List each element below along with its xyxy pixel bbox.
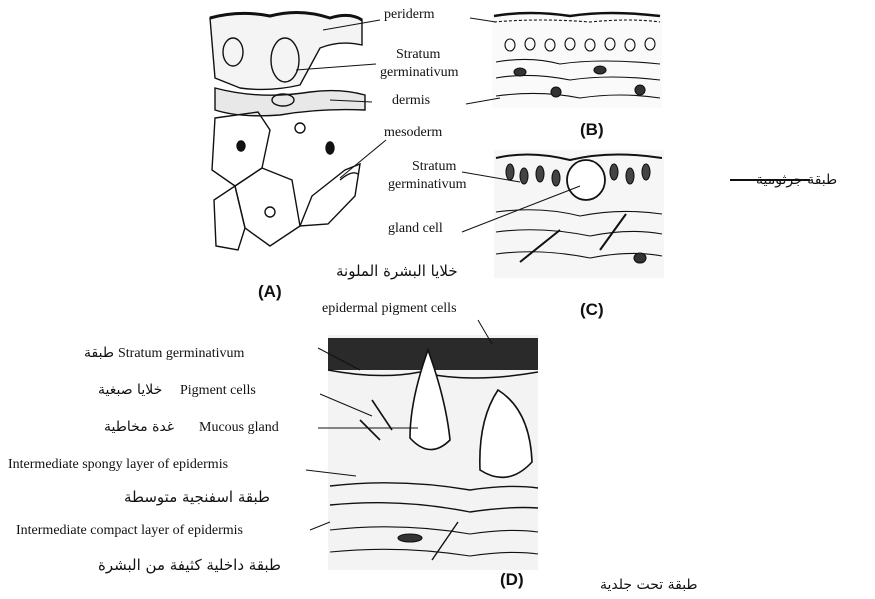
label-stratum-c-1: Stratum — [412, 160, 456, 174]
figure-label-d: (D) — [500, 570, 524, 590]
label-spongy: Intermediate spongy layer of epidermis — [8, 458, 228, 472]
label-pigment-ar-d: خلايا صبغية — [98, 383, 162, 397]
label-stratum-d: Stratum germinativum — [118, 347, 244, 361]
label-periderm: periderm — [384, 8, 435, 22]
label-compact: Intermediate compact layer of epidermis — [16, 524, 243, 538]
label-stratum-a-1: Stratum — [396, 48, 440, 62]
label-gland-cell: gland cell — [388, 222, 443, 236]
label-mesoderm: mesoderm — [384, 126, 442, 140]
figure-label-c: (C) — [580, 300, 604, 320]
label-pigment-ar: خلايا البشرة الملونة — [336, 264, 458, 279]
label-stratum-d-ar: طبقة — [84, 346, 114, 360]
label-stratum-c-2: germinativum — [388, 178, 467, 192]
label-epidermal-pigment: epidermal pigment cells — [322, 302, 457, 316]
label-germinal-ar: طبقة جرثومية — [756, 173, 837, 187]
label-stratum-a-2: germinativum — [380, 66, 459, 80]
label-spongy-ar: طبقة اسفنجية متوسطة — [124, 490, 270, 505]
label-dermis: dermis — [392, 94, 430, 108]
figure-label-a: (A) — [258, 282, 282, 302]
label-compact-ar: طبقة داخلية كثيفة من البشرة — [98, 558, 281, 573]
panel-c-illustration — [494, 150, 664, 278]
label-pigment: Pigment cells — [180, 384, 256, 398]
label-mucous-ar: غدة مخاطية — [104, 420, 174, 434]
panel-b-illustration — [492, 13, 662, 108]
label-mucous: Mucous gland — [199, 421, 279, 435]
figure-label-b: (B) — [580, 120, 604, 140]
label-subdermal-ar: طبقة تحت جلدية — [600, 578, 698, 592]
panel-a-illustration — [210, 12, 365, 250]
